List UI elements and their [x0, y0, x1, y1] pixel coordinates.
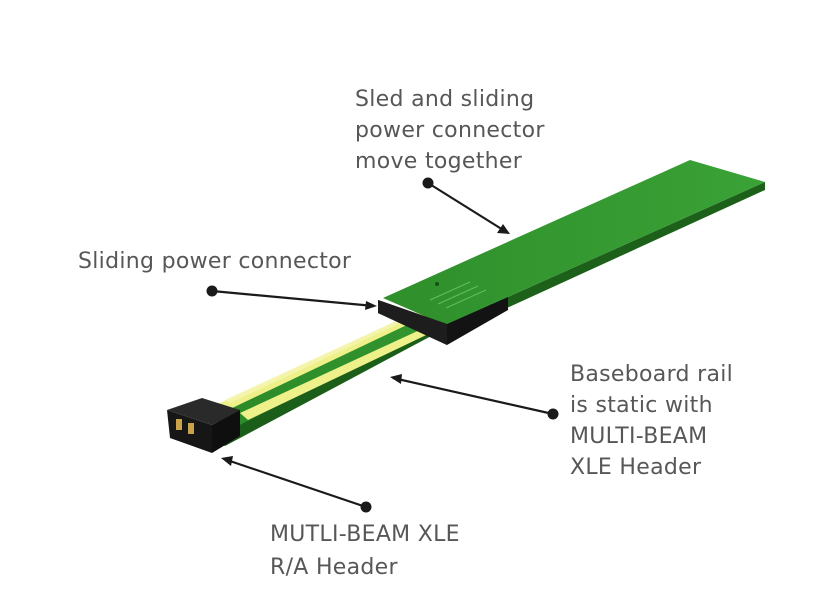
callout-label-line: R/A Header	[270, 555, 398, 580]
sled-trace	[445, 289, 487, 309]
sled-top	[383, 160, 765, 325]
callout-label-line: is static with	[570, 393, 713, 418]
rail-stripe-upper	[218, 309, 430, 410]
header-body-side	[212, 410, 240, 453]
sliding-power-connector	[378, 297, 508, 345]
sled-pcb	[383, 160, 765, 334]
callout-label-line: XLE Header	[570, 455, 702, 480]
baseboard-rail	[212, 302, 450, 446]
callout-arrow-rail	[390, 374, 402, 384]
callout-label-sliding-connector: Sliding power connector	[78, 246, 351, 277]
callout-label-header: MUTLI-BEAM XLE R/A Header	[270, 518, 460, 584]
callout-label-line: Sled and sliding	[355, 87, 535, 112]
callout-arrow-sliding	[365, 301, 377, 310]
callout-dot-sled	[422, 177, 434, 189]
callout-line-header	[223, 457, 367, 509]
rail-stripe-lower	[240, 322, 443, 420]
sled-edge-right	[445, 182, 765, 334]
callout-dot-rail	[547, 408, 559, 420]
callout-label-line: Sliding power connector	[78, 249, 352, 274]
header-contact	[188, 423, 194, 434]
sled-via	[435, 282, 439, 286]
rail-top	[212, 302, 450, 430]
callout-label-line: MULTI-BEAM	[570, 424, 708, 449]
rail-stripe-upper-shade	[224, 311, 420, 403]
callout-arrow-header	[221, 456, 233, 466]
callout-line-rail	[392, 376, 554, 416]
header-contact	[176, 419, 182, 430]
callout-label-line: Baseboard rail	[570, 362, 734, 387]
callout-label-line: MUTLI-BEAM XLE	[270, 522, 460, 547]
callout-dot-header	[360, 501, 372, 513]
callout-label-baseboard-rail: Baseboard rail is static with MULTI-BEAM…	[570, 359, 733, 483]
ra-header-connector	[167, 398, 240, 453]
callout-arrow-sled	[497, 224, 510, 234]
sliding-connector-face	[378, 300, 447, 345]
callout-lines	[206, 177, 559, 513]
callout-label-line: power connector	[355, 118, 545, 143]
callout-line-sliding	[211, 289, 375, 308]
callout-line-sled	[427, 182, 509, 234]
callout-label-sled: Sled and sliding power connector move to…	[355, 84, 545, 177]
sled-trace	[437, 285, 479, 305]
sled-trace	[429, 281, 471, 301]
callout-dot-sliding	[206, 285, 218, 297]
callout-label-line: move together	[355, 149, 523, 174]
header-body-top	[167, 398, 240, 425]
